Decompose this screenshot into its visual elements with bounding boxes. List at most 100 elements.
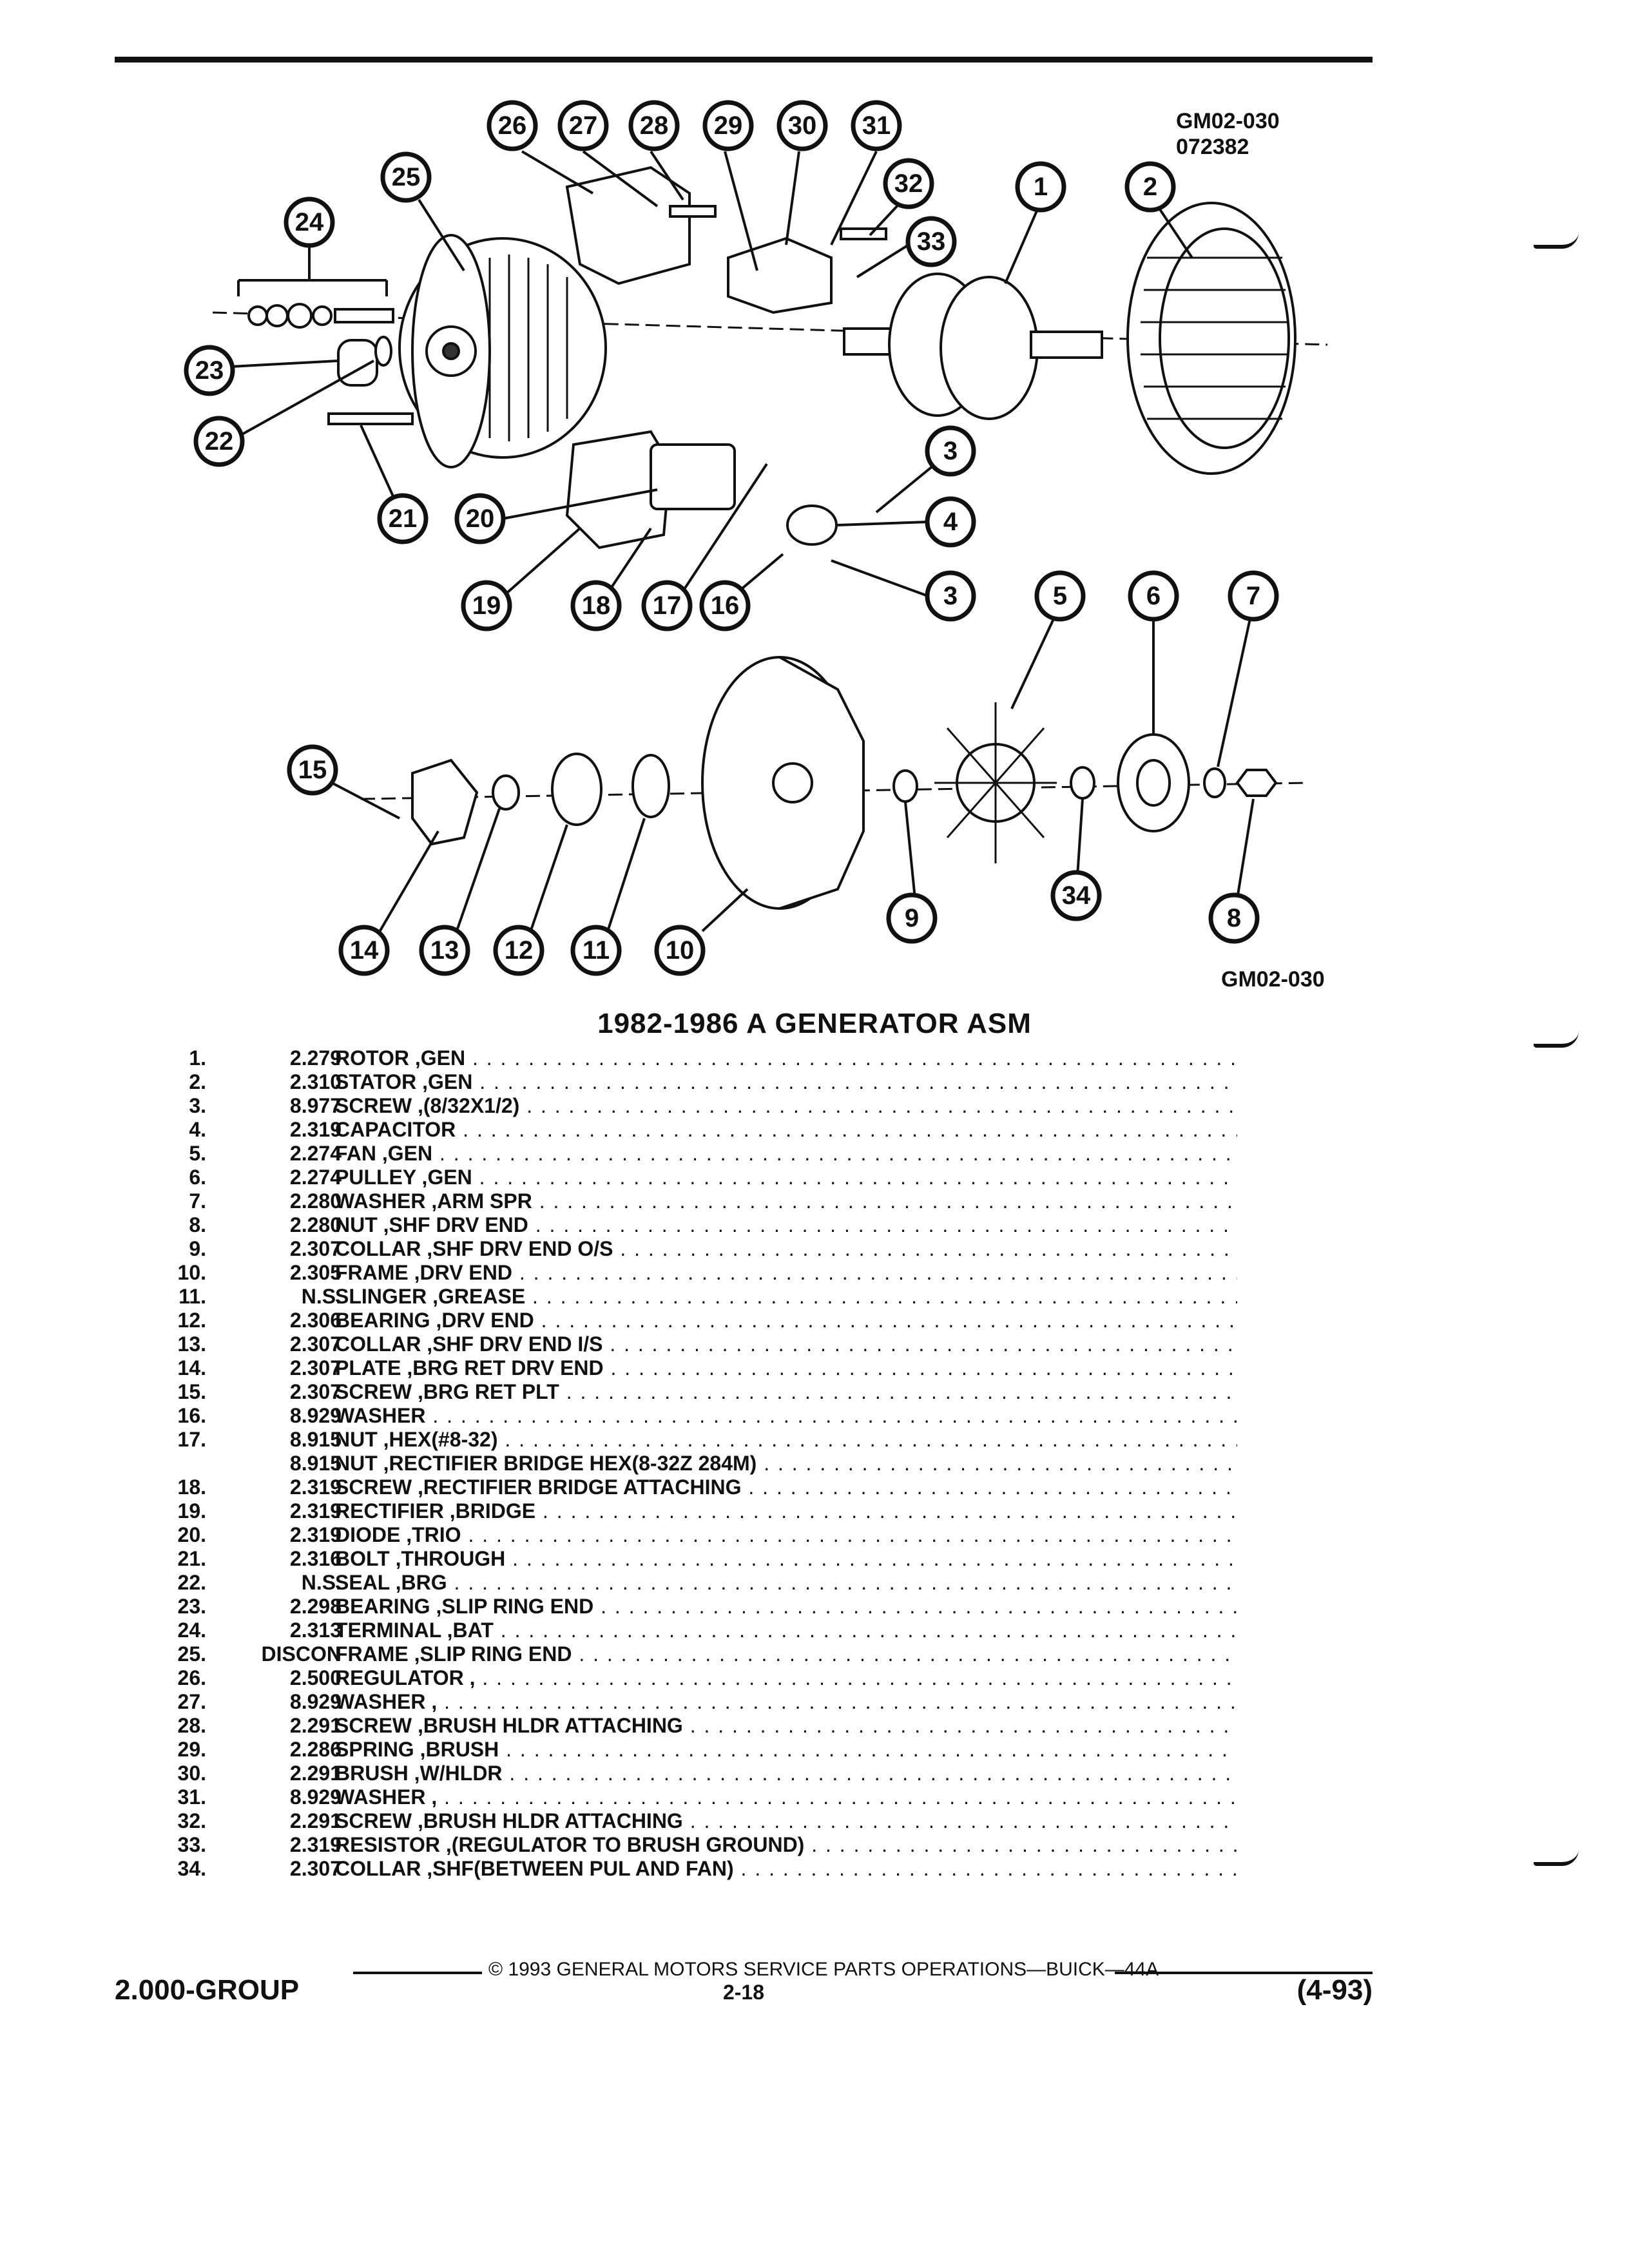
callout-15: 15 <box>287 744 338 796</box>
revision-date: (4-93) <box>1296 1974 1373 2006</box>
part-description: SCREW ,BRG RET PLT <box>335 1380 1237 1404</box>
callouts: 1 2 3 3 4 5 6 7 8 9 10 11 12 13 14 15 16… <box>184 100 1279 976</box>
grease-slinger <box>631 754 670 818</box>
group-code: 2.319 <box>289 1499 342 1523</box>
copyright-notice: © 1993 GENERAL MOTORS SERVICE PARTS OPER… <box>488 1959 1159 1980</box>
group-code: 8.915 <box>289 1428 342 1451</box>
svg-text:17: 17 <box>653 591 682 620</box>
brush-screw <box>840 227 887 240</box>
part-description: RESISTOR ,(REGULATOR TO BRUSH GROUND) <box>335 1833 1237 1857</box>
callout-3: 3 <box>925 425 976 477</box>
group-code: 8.929 <box>289 1690 342 1713</box>
svg-text:8: 8 <box>1227 904 1241 932</box>
footer-rule-right <box>1115 1972 1373 1974</box>
parts-row: 11.N.S.SLINGER ,GREASE <box>155 1285 1237 1309</box>
svg-text:16: 16 <box>711 591 740 620</box>
callout-17: 17 <box>641 580 693 631</box>
drive-end-frame <box>701 656 865 910</box>
group-code: 2.307 <box>289 1356 342 1379</box>
svg-text:12: 12 <box>505 936 534 965</box>
group-code: 2.291 <box>289 1809 342 1832</box>
part-description: STATOR ,GEN <box>335 1070 1237 1094</box>
part-number: 7. <box>189 1189 206 1213</box>
callout-27: 27 <box>557 100 609 151</box>
diagram-code-bottom: GM02-030 <box>1221 967 1325 992</box>
svg-text:25: 25 <box>392 163 421 191</box>
part-number: 34. <box>177 1857 206 1880</box>
group-code: N.S. <box>301 1571 342 1594</box>
through-bolt <box>327 412 414 425</box>
brg-ret-plate <box>411 758 479 846</box>
part-description: NUT ,HEX(#8-32) <box>335 1428 1237 1452</box>
part-description: WASHER , <box>335 1690 1237 1714</box>
part-description: COLLAR ,SHF(BETWEEN PUL AND FAN) <box>335 1857 1237 1881</box>
callout-29: 29 <box>702 100 754 151</box>
group-code: 8.929 <box>289 1404 342 1427</box>
callout-28: 28 <box>628 100 680 151</box>
group-code: 2.307 <box>289 1857 342 1880</box>
part-number: 3. <box>189 1094 206 1117</box>
callout-33: 33 <box>905 216 957 267</box>
part-number: 5. <box>189 1142 206 1165</box>
part-number: 17. <box>177 1428 206 1451</box>
part-number: 33. <box>177 1833 206 1856</box>
group-code: N.S. <box>301 1285 342 1308</box>
part-number: 10. <box>177 1261 206 1284</box>
part-number: 8. <box>189 1213 206 1236</box>
rectifier-bridge <box>565 430 672 550</box>
part-number: 11. <box>178 1285 206 1308</box>
group-code: 2.280 <box>289 1189 342 1213</box>
callout-31: 31 <box>851 100 902 151</box>
group-code: 2.307 <box>289 1332 342 1356</box>
part-description: COLLAR ,SHF DRV END O/S <box>335 1237 1237 1261</box>
diagram-code-top: GM02-030 072382 <box>1176 108 1280 160</box>
arm-spr-washer <box>1203 767 1226 798</box>
svg-text:10: 10 <box>666 936 695 965</box>
part-description: RECTIFIER ,BRIDGE <box>335 1499 1237 1523</box>
part-number: 4. <box>189 1118 206 1141</box>
callout-32: 32 <box>883 158 934 209</box>
group-code: 2.313 <box>289 1619 342 1642</box>
part-description: SCREW ,BRUSH HLDR ATTACHING <box>335 1714 1237 1738</box>
group-label: 2.000-GROUP <box>115 1974 300 2006</box>
part-description: PLATE ,BRG RET DRV END <box>335 1356 1237 1380</box>
svg-text:7: 7 <box>1246 582 1260 610</box>
part-number: 29. <box>177 1738 206 1761</box>
part-number: 32. <box>177 1809 206 1832</box>
svg-text:21: 21 <box>389 505 418 533</box>
part-description: REGULATOR , <box>335 1666 1237 1690</box>
svg-text:22: 22 <box>205 427 234 456</box>
part-number: 2. <box>189 1070 206 1093</box>
group-code: 8.929 <box>289 1785 342 1809</box>
regulator <box>565 166 691 285</box>
svg-text:15: 15 <box>298 756 327 784</box>
callout-30: 30 <box>776 100 828 151</box>
group-code: 2.310 <box>289 1070 342 1093</box>
svg-text:32: 32 <box>894 169 923 198</box>
group-code: 8.977 <box>289 1094 342 1117</box>
svg-text:14: 14 <box>350 936 379 965</box>
callout-9: 9 <box>886 892 938 944</box>
svg-text:23: 23 <box>195 356 224 385</box>
callout-18: 18 <box>570 580 622 631</box>
svg-text:27: 27 <box>569 111 598 140</box>
callout-25: 25 <box>380 151 432 203</box>
group-code: 2.298 <box>289 1595 342 1618</box>
part-description: WASHER ,ARM SPR <box>335 1189 1237 1213</box>
group-code: 2.319 <box>289 1833 342 1856</box>
part-description: SCREW ,RECTIFIER BRIDGE ATTACHING <box>335 1475 1237 1499</box>
group-code: DISCON <box>261 1642 342 1666</box>
